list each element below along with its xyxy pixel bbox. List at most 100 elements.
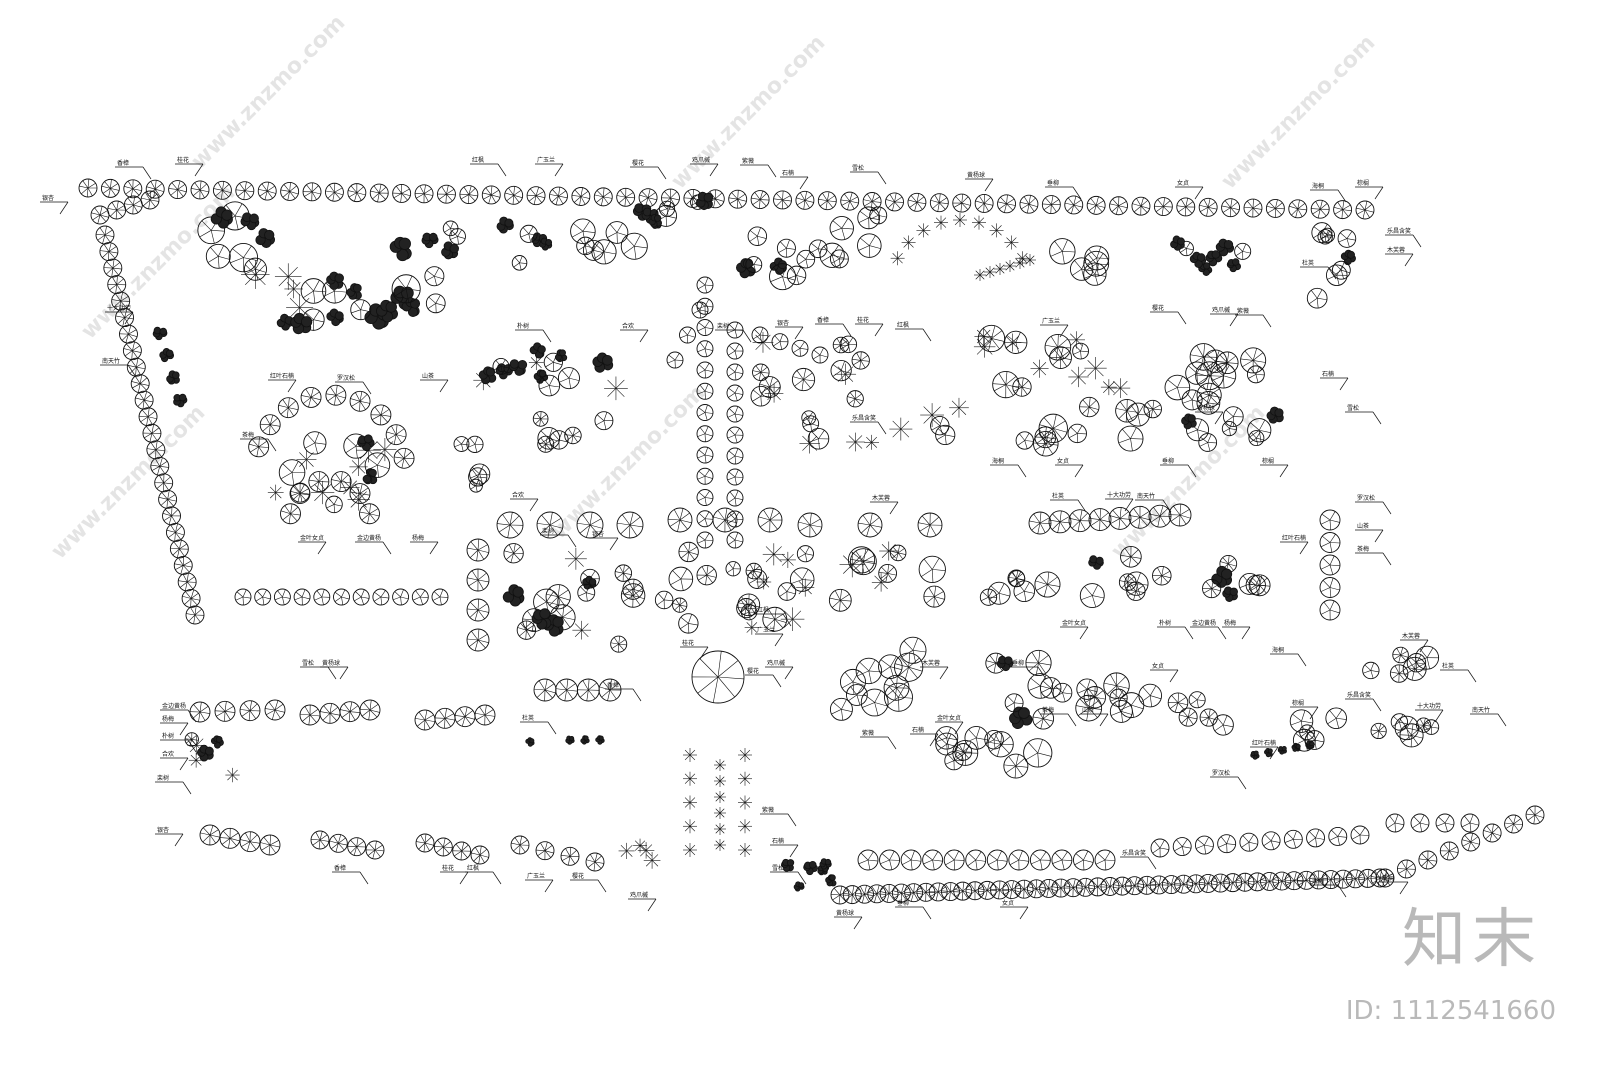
tree-symbol bbox=[691, 650, 745, 704]
tree-symbol bbox=[1027, 673, 1054, 699]
tree-symbol bbox=[616, 511, 644, 539]
tree-symbol bbox=[1504, 814, 1524, 834]
tree-symbol bbox=[300, 278, 327, 304]
tree-symbol bbox=[851, 351, 870, 370]
plant-label: 银杏 bbox=[590, 530, 619, 551]
tree-symbol bbox=[1234, 242, 1252, 260]
plant-label-text: 黄杨球 bbox=[1197, 404, 1215, 412]
tree-symbol bbox=[555, 678, 579, 702]
tree-symbol bbox=[328, 833, 348, 853]
tree-symbol bbox=[278, 459, 306, 486]
plant-label: 银杏 bbox=[155, 826, 184, 847]
plant-label-text: 海桐 bbox=[1312, 182, 1324, 190]
tree-symbol bbox=[807, 428, 830, 450]
tree-symbol bbox=[346, 283, 362, 300]
tree-symbol bbox=[1137, 875, 1157, 895]
tree-symbol bbox=[138, 407, 158, 427]
tree-symbol bbox=[1088, 508, 1112, 532]
tree-symbol bbox=[928, 882, 948, 902]
tree-symbol bbox=[683, 819, 697, 834]
tree-symbol bbox=[696, 297, 714, 315]
tree-symbol bbox=[122, 341, 142, 361]
plant-label-text: 樱花 bbox=[572, 872, 584, 880]
tree-symbol bbox=[1299, 724, 1315, 741]
tree-symbol bbox=[878, 654, 903, 679]
tree-symbol bbox=[1265, 199, 1285, 218]
tree-symbol bbox=[738, 795, 752, 810]
plant-label-text: 红枫 bbox=[472, 156, 484, 164]
tree-symbol bbox=[825, 874, 837, 887]
tree-symbol bbox=[1189, 251, 1207, 269]
tree-symbol bbox=[1030, 359, 1049, 378]
tree-symbol bbox=[496, 511, 524, 539]
tree-symbol bbox=[533, 678, 557, 702]
tree-symbol bbox=[293, 588, 311, 606]
tree-symbol bbox=[502, 584, 525, 607]
tree-symbol bbox=[987, 731, 1014, 758]
tree-symbol bbox=[146, 440, 166, 460]
tree-symbol bbox=[885, 192, 904, 212]
tree-symbol bbox=[1291, 742, 1301, 752]
tree-symbol bbox=[1100, 379, 1117, 396]
tree-symbol bbox=[808, 239, 828, 259]
tree-symbol bbox=[280, 182, 300, 201]
tree-symbol bbox=[918, 555, 946, 584]
tree-symbol bbox=[726, 447, 744, 465]
tree-symbol bbox=[189, 701, 211, 723]
plant-label: 雪松 bbox=[850, 164, 887, 185]
tree-symbol bbox=[1069, 257, 1094, 281]
tree-symbol bbox=[791, 339, 809, 357]
tree-symbol bbox=[1199, 708, 1218, 727]
tree-symbol bbox=[1215, 351, 1239, 375]
tree-symbol bbox=[259, 834, 281, 856]
tree-symbol bbox=[1019, 194, 1039, 214]
tree-symbol bbox=[1038, 413, 1068, 444]
plant-label: 女贞 bbox=[1150, 662, 1179, 683]
tree-symbol bbox=[1072, 342, 1089, 360]
tree-symbol bbox=[347, 837, 367, 857]
tree-symbol bbox=[1240, 347, 1267, 374]
plant-label-text: 金叶女贞 bbox=[1062, 619, 1086, 627]
tree-symbol bbox=[433, 837, 453, 857]
tree-symbol bbox=[225, 767, 240, 783]
tree-symbol bbox=[1319, 227, 1336, 243]
plant-label: 木芙蓉 bbox=[1400, 632, 1429, 653]
plant-label: 栾树 bbox=[155, 774, 192, 795]
tree-symbol bbox=[1350, 825, 1370, 845]
tree-symbol bbox=[620, 232, 648, 260]
tree-symbol bbox=[889, 417, 913, 441]
tree-symbol bbox=[773, 190, 792, 210]
tree-symbol bbox=[803, 860, 819, 876]
plant-label-text: 雪松 bbox=[302, 659, 314, 667]
tree-symbol bbox=[691, 301, 709, 319]
tree-symbol bbox=[1306, 287, 1328, 309]
tree-symbol bbox=[696, 446, 714, 464]
tree-symbol bbox=[1205, 250, 1223, 267]
tree-symbol bbox=[347, 183, 367, 203]
tree-symbol bbox=[1032, 707, 1055, 730]
tree-symbol bbox=[100, 178, 120, 198]
tree-symbol bbox=[362, 468, 378, 485]
tree-symbol bbox=[891, 883, 911, 903]
plant-label: 朴树 bbox=[1157, 619, 1194, 640]
tree-symbol bbox=[974, 193, 994, 213]
tree-symbol bbox=[528, 355, 544, 371]
plant-label: 樱花 bbox=[630, 159, 667, 180]
tree-symbol bbox=[519, 224, 538, 243]
plant-label-text: 石楠 bbox=[772, 837, 784, 845]
tree-symbol bbox=[598, 678, 622, 702]
plant-label: 棕榈 bbox=[1355, 179, 1384, 200]
tree-symbol bbox=[922, 849, 944, 871]
tree-symbol bbox=[145, 179, 165, 199]
plant-label: 石楠 bbox=[1320, 370, 1349, 391]
tree-symbol bbox=[1004, 235, 1019, 250]
tree-symbol bbox=[421, 232, 439, 249]
tree-symbol bbox=[425, 293, 446, 314]
tree-symbol bbox=[1333, 869, 1353, 889]
plant-label-text: 广玉兰 bbox=[1042, 317, 1060, 325]
plant-label: 垂柳 bbox=[1045, 179, 1082, 200]
tree-symbol bbox=[393, 447, 415, 469]
plant-label-text: 十大功劳 bbox=[1107, 491, 1131, 499]
tree-symbol bbox=[696, 564, 717, 586]
tree-symbol bbox=[757, 507, 783, 533]
